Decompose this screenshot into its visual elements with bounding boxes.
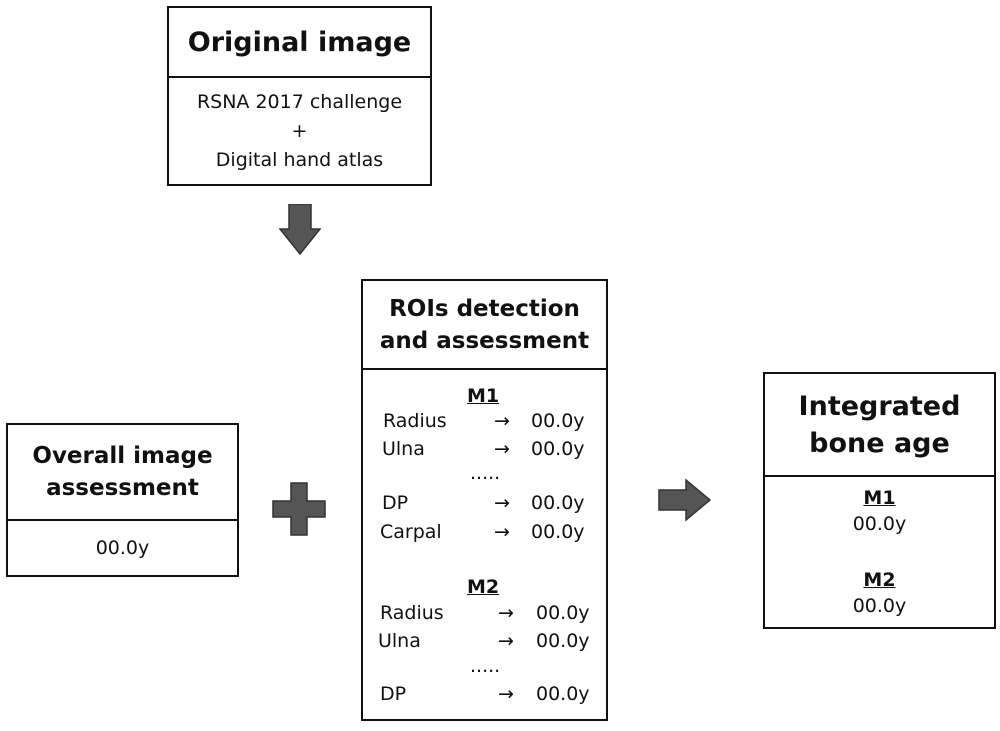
right-arrow-icon [658,478,712,522]
plus-icon [272,482,326,536]
integrated-bone-age-box: Integrated bone age M1 00.0y M2 00.0y [763,372,996,629]
rois-title-line2: and assessment [379,327,590,354]
m1-dp-value: 00.0y [531,492,585,514]
m2-ulna-arrow: → [498,630,514,652]
overall-title-line1: Overall image [32,443,213,469]
original-image-title: Original image [169,8,430,78]
rois-title-line1: ROIs detection [389,295,580,322]
m1-carpal-arrow: → [494,521,510,543]
integrated-body: M1 00.0y M2 00.0y [765,477,994,627]
m1-ulna-arrow: → [494,438,510,460]
dataset-atlas: Digital hand atlas [215,148,384,171]
m1-carpal-name: Carpal [380,521,442,543]
dataset-plus: + [291,119,308,142]
rois-detection-box: ROIs detection and assessment M1 Radius … [361,279,608,721]
m2-label: M2 [467,576,500,598]
down-arrow-icon [279,204,321,256]
m1-radius-name: Radius [383,410,447,432]
m2-dp-arrow: → [498,683,514,705]
integrated-title-line1: Integrated [798,390,961,422]
m1-radius-value: 00.0y [531,410,585,432]
m2-radius-arrow: → [498,602,514,624]
m1-ulna-value: 00.0y [531,438,585,460]
m1-dp-name: DP [382,492,409,514]
m2-radius-name: Radius [380,602,444,624]
integrated-m2-value: 00.0y [852,595,907,617]
m1-ulna-name: Ulna [382,438,425,460]
overall-assessment-title: Overall image assessment [8,425,237,521]
integrated-m1-label: M1 [863,487,896,509]
integrated-title: Integrated bone age [765,374,994,477]
overall-assessment-box: Overall image assessment 00.0y [6,423,239,577]
m2-dp-name: DP [380,683,407,705]
integrated-m2-label: M2 [863,569,896,591]
rois-body: M1 Radius → 00.0y Ulna → 00.0y ..... DP … [363,370,606,719]
m1-radius-arrow: → [494,410,510,432]
overall-assessment-value: 00.0y [95,537,150,559]
original-image-body: RSNA 2017 challenge + Digital hand atlas [169,78,430,184]
integrated-m1-value: 00.0y [852,513,907,535]
m2-radius-value: 00.0y [536,602,590,624]
overall-title-line2: assessment [46,475,199,501]
rois-title: ROIs detection and assessment [363,281,606,370]
m2-ulna-value: 00.0y [536,630,590,652]
m2-dp-value: 00.0y [536,683,590,705]
dataset-rsna: RSNA 2017 challenge [196,90,403,113]
original-image-box: Original image RSNA 2017 challenge + Dig… [167,6,432,186]
m1-ellipsis: ..... [470,462,501,484]
m1-label: M1 [467,385,500,407]
m1-dp-arrow: → [494,492,510,514]
m2-ulna-name: Ulna [378,630,421,652]
integrated-title-line2: bone age [809,427,950,459]
m2-ellipsis: ..... [470,655,501,677]
m1-carpal-value: 00.0y [531,521,585,543]
